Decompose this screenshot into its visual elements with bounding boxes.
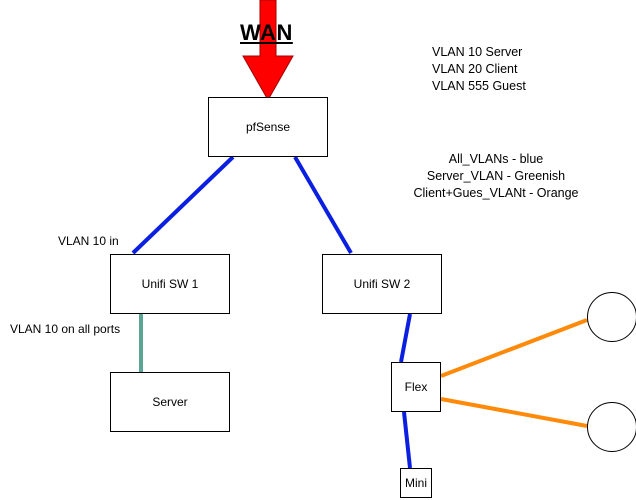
link-flex-mini — [402, 411, 412, 469]
color-legend: All_VLANs - blue Server_VLAN - Greenish … — [396, 151, 596, 202]
mini-label: Mini — [404, 476, 427, 490]
switch1-label: Unifi SW 1 — [141, 277, 199, 291]
link-pfsense-switch1 — [131, 155, 235, 255]
server-node[interactable]: Server — [110, 372, 230, 432]
wan-label: WAN — [240, 20, 293, 45]
mini-node[interactable]: Mini — [400, 468, 432, 498]
legend-server-vlan: Server_VLAN - Greenish — [426, 169, 566, 183]
flex-label: Flex — [404, 380, 428, 394]
vlan-note-guest: VLAN 555 Guest — [432, 79, 526, 93]
legend-all-vlans: All_VLANs - blue — [448, 152, 544, 166]
switch2-label: Unifi SW 2 — [353, 277, 411, 291]
vlan-note-client: VLAN 20 Client — [432, 62, 518, 76]
vlan-notes: VLAN 10 Server VLAN 20 Client VLAN 555 G… — [432, 44, 526, 95]
pfsense-label: pfSense — [245, 120, 291, 134]
vlan10-all-ports-label: VLAN 10 on all ports — [10, 322, 121, 336]
wan-arrow-icon — [242, 0, 294, 102]
vlan-note-server: VLAN 10 Server — [432, 45, 523, 59]
pfsense-node[interactable]: pfSense — [208, 97, 328, 157]
client-device-bottom[interactable] — [587, 402, 636, 452]
server-label: Server — [152, 395, 188, 409]
switch2-node[interactable]: Unifi SW 2 — [322, 254, 442, 314]
link-pfsense-switch2 — [293, 155, 353, 255]
flex-node[interactable]: Flex — [391, 362, 441, 412]
legend-client-guest-vlan: Client+Gues_VLANt - Orange — [413, 186, 579, 200]
switch1-node[interactable]: Unifi SW 1 — [110, 254, 230, 314]
client-device-top[interactable] — [587, 292, 636, 342]
link-flex-client-top — [440, 318, 588, 378]
link-switch2-flex — [399, 313, 412, 363]
vlan10-in-label: VLAN 10 in — [58, 234, 119, 248]
link-flex-client-bottom — [440, 397, 588, 428]
